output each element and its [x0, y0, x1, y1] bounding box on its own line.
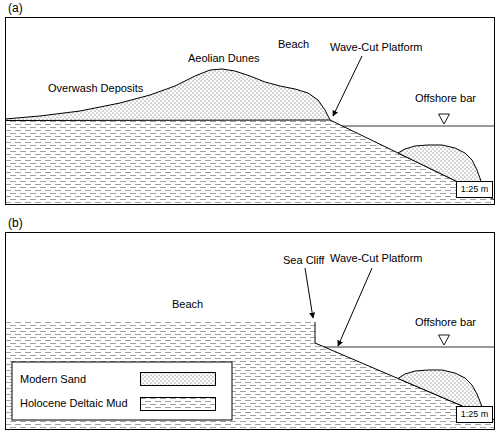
- feature-label: Beach: [278, 38, 309, 51]
- scale-label: 1:25 m: [457, 182, 492, 197]
- feature-label: Offshore bar: [415, 92, 476, 105]
- water-level-symbol: [439, 335, 450, 345]
- deposit-label: Overwash Deposits: [48, 82, 143, 95]
- scale-box: 1:25 m: [456, 406, 493, 423]
- legend-swatch-fill: [141, 373, 216, 386]
- legend-label: Holocene Deltaic Mud: [20, 397, 128, 410]
- legend-swatch-fill: [141, 398, 216, 411]
- deposit-label: Aeolian Dunes: [188, 52, 260, 65]
- pointer-arrow: [338, 268, 372, 346]
- mud-body: [5, 322, 495, 430]
- sea-level-line: [342, 126, 494, 127]
- feature-label: Wave-Cut Platform: [330, 252, 423, 265]
- sea-level-line: [324, 347, 494, 348]
- panel-letter: (a): [8, 1, 23, 15]
- scale-box: 1:25 m: [456, 181, 493, 198]
- legend-swatch: [140, 397, 216, 411]
- sand-body: [5, 69, 330, 121]
- mud-body: [5, 120, 495, 205]
- feature-label: Wave-Cut Platform: [330, 41, 423, 54]
- pointer-arrow: [305, 268, 313, 318]
- water-level-symbol: [439, 114, 450, 124]
- pointer-arrow: [333, 56, 362, 116]
- scale-label: 1:25 m: [457, 407, 492, 422]
- feature-label: Sea Cliff: [283, 254, 324, 267]
- legend-label: Modern Sand: [20, 373, 86, 386]
- feature-label: Offshore bar: [415, 316, 476, 329]
- wave-cut-platform-line: [330, 120, 495, 200]
- feature-label: Beach: [172, 298, 203, 311]
- panel-letter: (b): [8, 216, 23, 230]
- legend-box: [12, 362, 232, 420]
- legend-swatch: [140, 372, 216, 386]
